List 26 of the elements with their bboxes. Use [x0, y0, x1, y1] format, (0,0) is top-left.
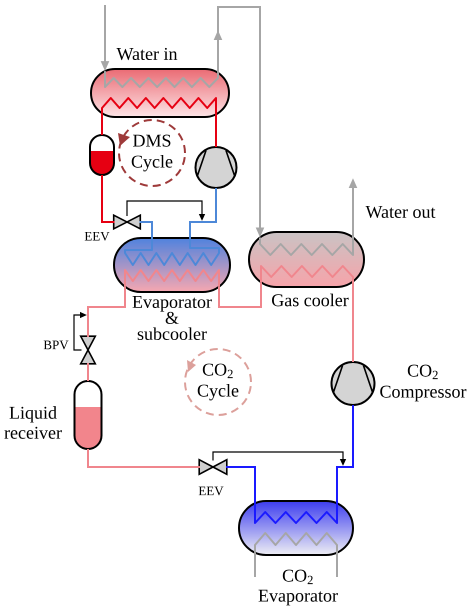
compressor-symbol	[194, 146, 238, 189]
pipe	[189, 188, 217, 238]
component-label: EEV	[198, 486, 224, 496]
flow-label: Water in	[116, 48, 178, 60]
pipe	[336, 552, 338, 577]
component-label: Liquid receiver	[4, 406, 62, 439]
component-label: BPV	[44, 340, 68, 350]
pipe	[101, 113, 103, 135]
pipe	[218, 282, 262, 308]
component-label: EEV	[84, 232, 110, 241]
pipe	[87, 449, 200, 468]
pipe	[101, 175, 114, 223]
pipe	[87, 363, 89, 381]
component-label: Gas cooler	[272, 294, 349, 306]
pipe	[352, 282, 354, 362]
pipe	[140, 221, 153, 238]
pipe	[336, 405, 354, 504]
component-label: Evaporator & subcooler	[132, 296, 212, 340]
pipe	[87, 286, 126, 337]
pipe	[215, 114, 217, 147]
component-label: CO$_{2}$ Compressor	[380, 364, 466, 402]
pipe	[226, 466, 256, 504]
receiver-tank	[89, 134, 115, 176]
pipe	[254, 552, 256, 577]
flow-label: Water out	[366, 206, 436, 218]
component-label: CO$_{2}$ Evaporator	[258, 570, 338, 606]
